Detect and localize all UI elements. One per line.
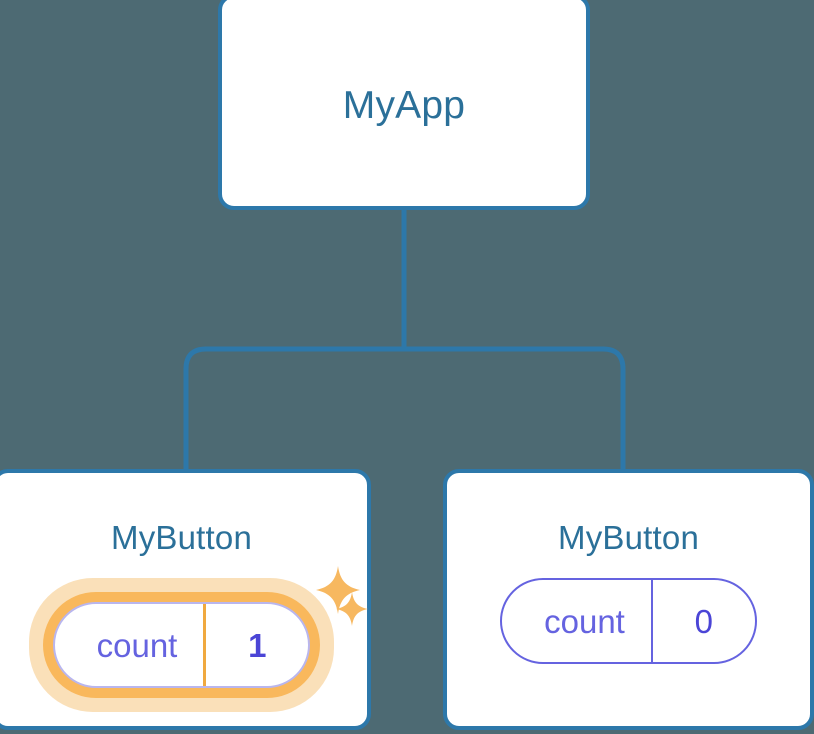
- connector-bus: [183, 346, 626, 472]
- node-mybutton-right[interactable]: MyButton count 0: [443, 469, 814, 730]
- signal-pill-right[interactable]: count 0: [500, 578, 757, 664]
- signal-pill-right-name: count: [544, 602, 625, 640]
- signal-pill-left-name: count: [96, 626, 178, 664]
- signal-pill-right-value: 0: [650, 580, 755, 662]
- signal-pill-left-wrap: count 1: [0, 578, 367, 712]
- node-mybutton-left[interactable]: MyButton count 1: [0, 469, 371, 730]
- signal-pill-left-glow: count 1: [28, 578, 335, 712]
- signal-pill-right-wrap: count 0: [447, 578, 810, 664]
- signal-pill-left[interactable]: count 1: [52, 602, 311, 688]
- node-mybutton-right-label: MyButton: [558, 519, 699, 556]
- signal-pill-left-value: 1: [203, 604, 308, 686]
- signal-pill-left-ring: count 1: [42, 592, 321, 698]
- node-myapp[interactable]: MyApp: [218, 0, 590, 210]
- node-myapp-label: MyApp: [342, 84, 466, 127]
- node-mybutton-left-label: MyButton: [111, 519, 252, 556]
